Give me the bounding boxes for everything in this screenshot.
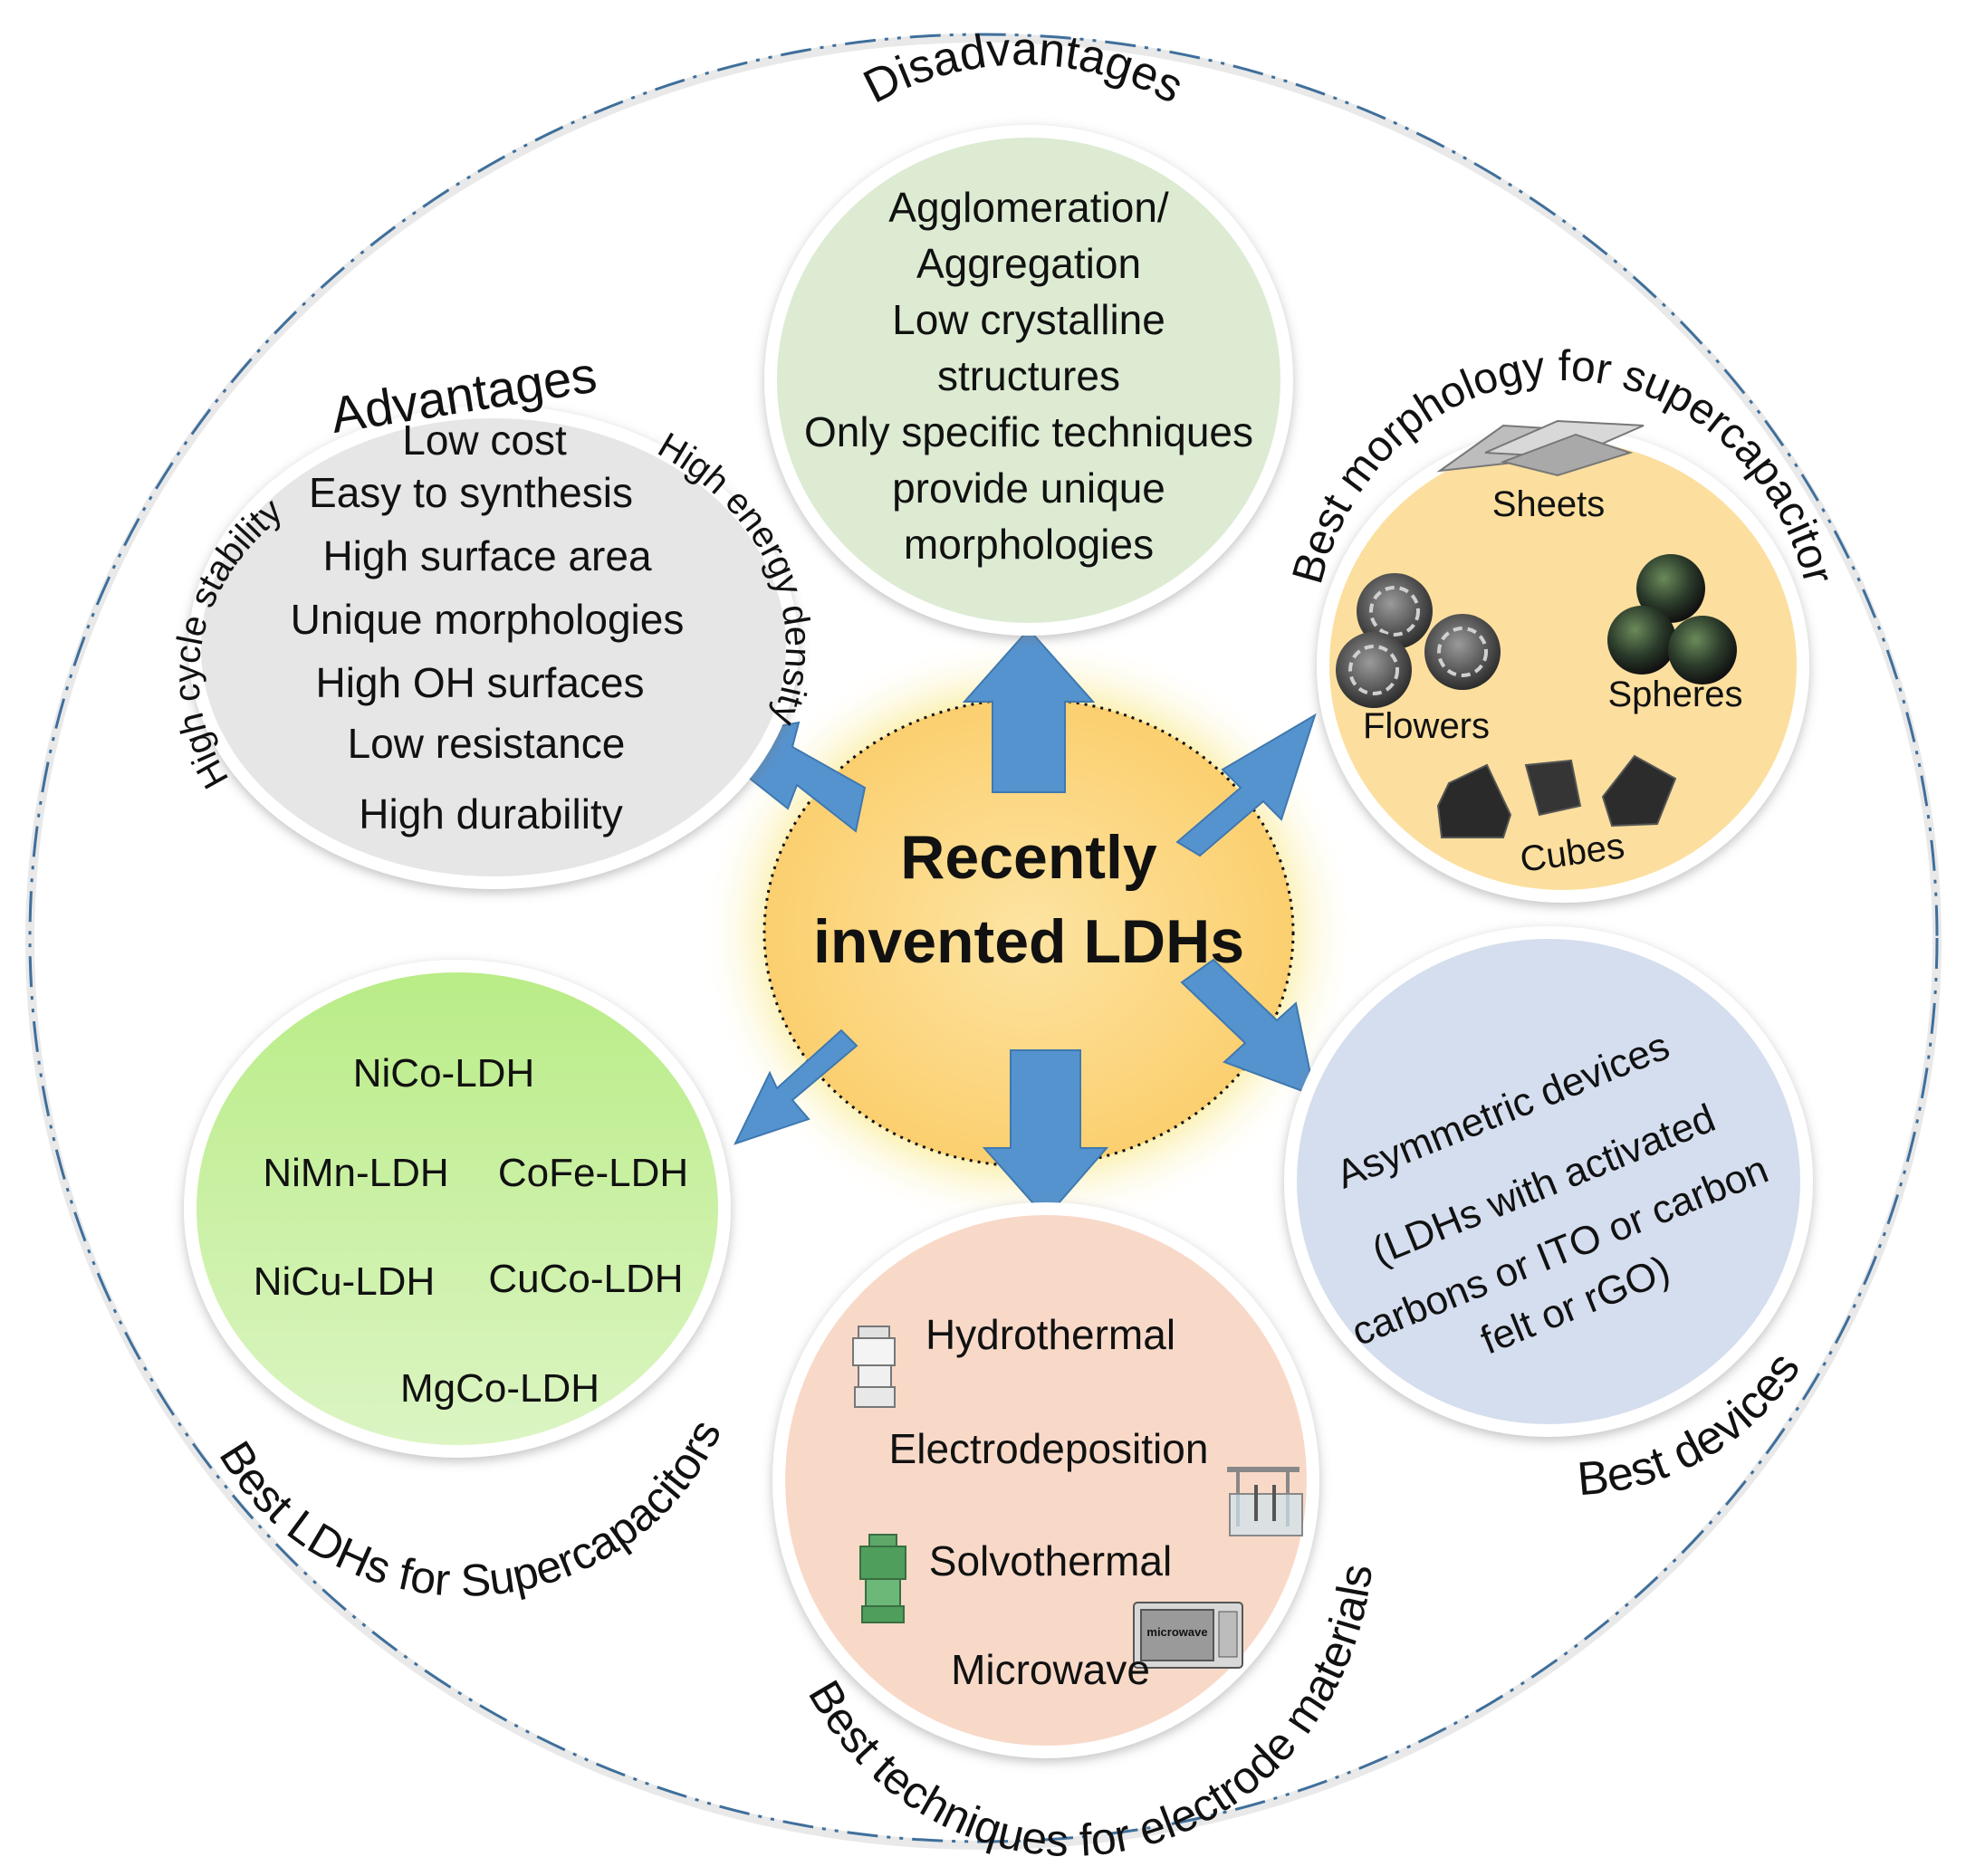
devices-section: Asymmetric devices (LDHs with activated … xyxy=(1284,926,1813,1506)
morphology-section: Best morphology for supercapacitor Sheet… xyxy=(1283,342,1843,903)
disadvantage-item: morphologies xyxy=(904,521,1154,568)
center-title-line2: invented LDHs xyxy=(813,907,1244,976)
arrow-up-right xyxy=(1175,713,1317,857)
arrows xyxy=(699,627,1317,1220)
disadvantage-item: Only specific techniques xyxy=(804,408,1253,455)
advantage-item: High OH surfaces xyxy=(315,659,644,706)
microwave-icon-label: microwave xyxy=(1146,1625,1207,1639)
disadvantage-item: structures xyxy=(937,352,1120,399)
devices-circle xyxy=(1284,926,1813,1437)
flowers-label: Flowers xyxy=(1363,706,1490,746)
electrodeposition-icon xyxy=(1227,1467,1303,1536)
disadvantage-item: provide unique xyxy=(892,464,1165,512)
ldh-item: CoFe-LDH xyxy=(498,1151,688,1195)
outer-boundary xyxy=(28,33,1939,1843)
microwave-icon: microwave xyxy=(1133,1602,1243,1669)
spheres-label: Spheres xyxy=(1608,675,1743,714)
arrow-down xyxy=(982,1049,1109,1220)
ldh-item: MgCo-LDH xyxy=(400,1366,599,1411)
autoclave-icon xyxy=(852,1326,896,1408)
techniques-section: Hydrothermal Electrodeposition Solvother… xyxy=(772,1202,1382,1866)
sheets-icon xyxy=(1436,419,1645,477)
disadvantages-section: Disadvantages Agglomeration/ Aggregation… xyxy=(764,23,1293,636)
arrow-down-right xyxy=(1180,958,1317,1097)
advantage-item: Unique morphologies xyxy=(291,596,685,643)
technique-item: Microwave xyxy=(951,1646,1150,1693)
technique-item: Solvothermal xyxy=(929,1537,1172,1584)
advantages-section: Advantages Low cost Easy to synthesis Hi… xyxy=(167,345,818,889)
disadvantages-circle xyxy=(764,125,1293,636)
disadvantage-item: Low crystalline xyxy=(892,296,1165,343)
disadvantage-item: Aggregation xyxy=(916,240,1141,287)
technique-item: Electrodeposition xyxy=(889,1425,1209,1472)
solvothermal-icon xyxy=(859,1534,906,1623)
ldh-item: NiCo-LDH xyxy=(353,1051,534,1096)
ldh-item: NiCu-LDH xyxy=(254,1259,435,1304)
advantage-item: High durability xyxy=(359,790,622,838)
arrow-down-left xyxy=(734,1029,858,1145)
advantage-item: High surface area xyxy=(322,532,651,579)
ldh-item: NiMn-LDH xyxy=(263,1151,448,1195)
ldhs-circle xyxy=(184,960,731,1458)
advantages-circle xyxy=(188,406,799,889)
advantage-item: Low cost xyxy=(402,416,567,464)
advantage-item: Easy to synthesis xyxy=(309,469,633,516)
disadvantage-item: Agglomeration/ xyxy=(888,184,1169,231)
ldh-item: CuCo-LDH xyxy=(488,1257,683,1301)
technique-item: Hydrothermal xyxy=(925,1311,1175,1358)
sheets-label: Sheets xyxy=(1492,484,1606,524)
cubes-icon xyxy=(1436,754,1677,838)
center-title-line1: Recently xyxy=(900,823,1157,892)
ldhs-section: NiCo-LDH NiMn-LDH CoFe-LDH NiCu-LDH CuCo… xyxy=(184,960,731,1606)
arrow-up xyxy=(962,627,1096,793)
advantage-item: Low resistance xyxy=(348,720,626,767)
spheres-icon xyxy=(1607,554,1737,684)
flowers-icon xyxy=(1336,573,1501,708)
